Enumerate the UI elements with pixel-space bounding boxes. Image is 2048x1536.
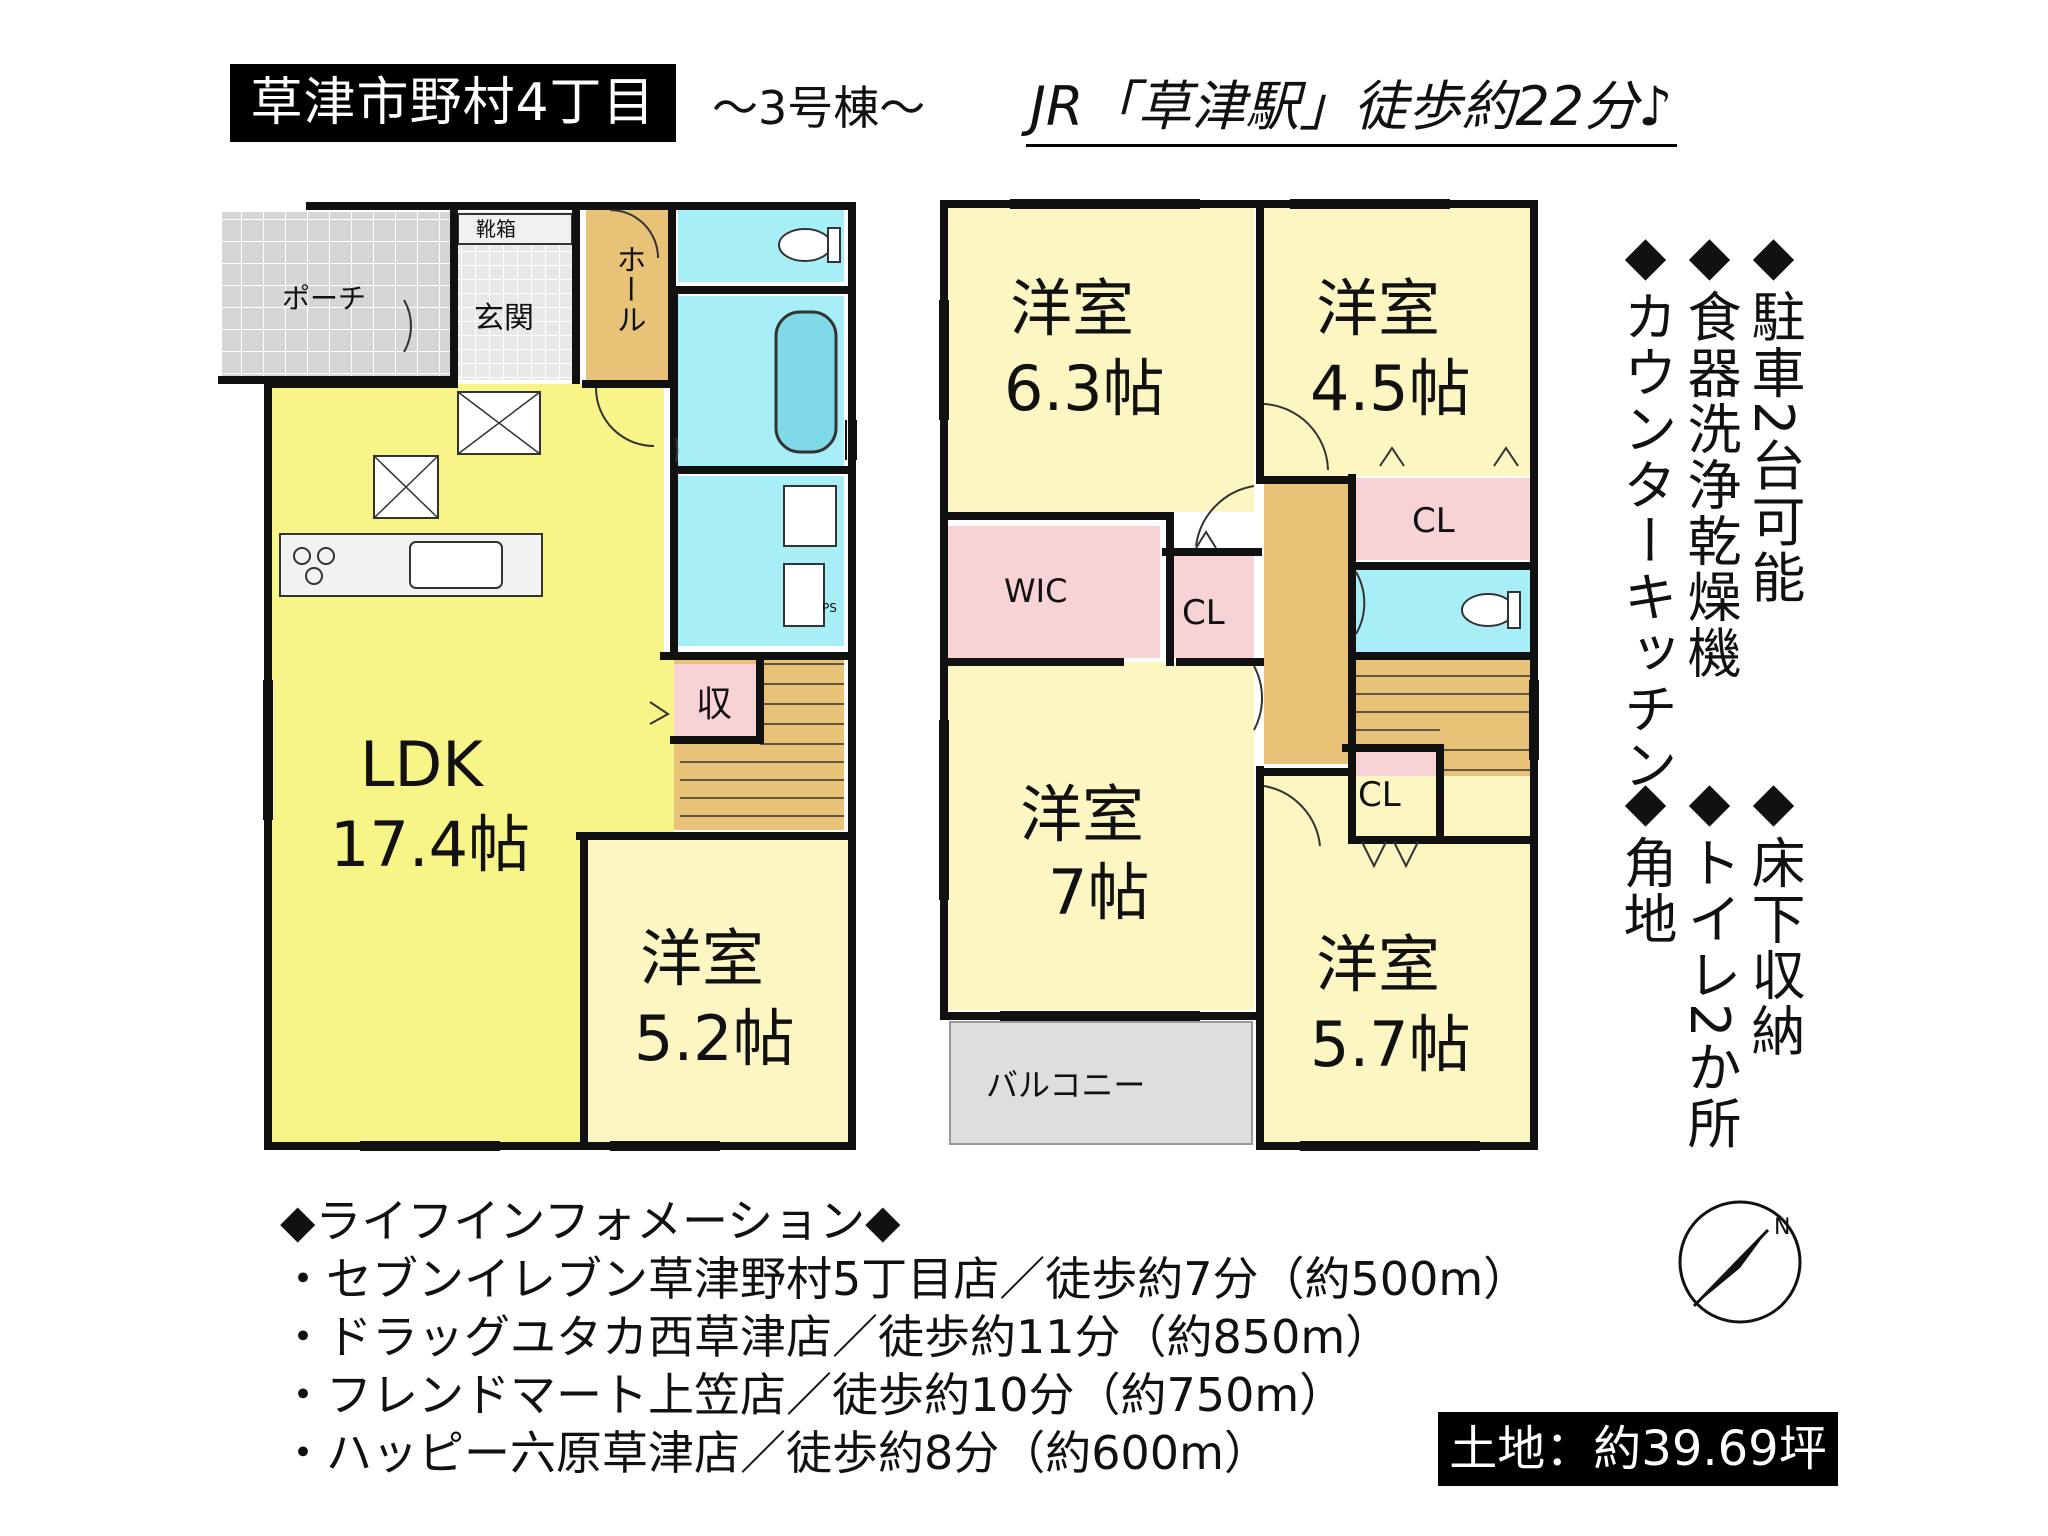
cl-wic-label: CL — [1182, 593, 1225, 633]
feature-col-1b: ◆床下収納 — [1742, 770, 1805, 1059]
room-5-2-size: 5.2帖 — [634, 1002, 795, 1075]
feature-toilets: ◆トイレ2か所 — [1678, 770, 1741, 1152]
room-6-3 — [948, 206, 1254, 512]
cl-room-4-5 — [1356, 478, 1530, 560]
cl-wic — [1172, 556, 1254, 658]
life-info-item: ・セブンイレブン草津野村5丁目店／徒歩約7分（約500m） — [280, 1252, 1530, 1306]
life-info: ◆ライフインフォメーション◆ ・セブンイレブン草津野村5丁目店／徒歩約7分（約5… — [280, 1192, 1529, 1482]
room-7 — [948, 662, 1254, 1010]
hall-area — [586, 208, 672, 384]
room-6-3-size: 6.3帖 — [1004, 352, 1165, 425]
floor2-plan: 洋室 6.3帖 洋室 4.5帖 CL WIC CL 洋室 7帖 CL 洋室 5.… — [939, 199, 1539, 1151]
feature-col-3b: ◆角地 — [1614, 770, 1677, 947]
room-4-5-name: 洋室 — [1316, 272, 1440, 345]
ldk-size-label: 17.4帖 — [330, 808, 530, 881]
room-7-name: 洋室 — [1020, 778, 1144, 851]
room-5-2 — [588, 840, 852, 1144]
porch-label: ポーチ — [282, 282, 366, 315]
toilet-icon-2 — [1461, 593, 1515, 627]
entrance-label: 玄関 — [474, 301, 534, 336]
room-5-2-name: 洋室 — [640, 922, 764, 995]
feature-kitchen: ◆カウンターキッチン — [1614, 224, 1677, 793]
sink-icon — [409, 541, 503, 589]
feature-col-3: ◆カウンターキッチン — [1614, 224, 1677, 793]
balcony-label: バルコニー — [986, 1066, 1145, 1104]
washing-machine-icon — [783, 485, 837, 547]
room-4-5 — [1264, 206, 1530, 476]
shoe-box-label: 靴箱 — [476, 217, 516, 241]
toilet-icon — [778, 228, 832, 262]
feature-col-2b: ◆トイレ2か所 — [1678, 770, 1741, 1152]
compass-icon: N — [1678, 1200, 1802, 1324]
bathtub-icon — [774, 310, 838, 454]
page-title: 草津市野村4丁目 — [230, 64, 676, 142]
floor1-plan: PS — [218, 202, 857, 1151]
storage-label: 収 — [696, 684, 732, 725]
building-subtitle: 〜3号棟〜 — [712, 81, 926, 135]
life-info-heading: ◆ライフインフォメーション◆ — [280, 1194, 901, 1248]
wic-label: WIC — [1004, 572, 1067, 610]
room-6-3-name: 洋室 — [1010, 272, 1134, 345]
feature-underfloor: ◆床下収納 — [1742, 770, 1805, 1059]
room-5-7-size: 5.7帖 — [1310, 1008, 1471, 1081]
room-5-7-name: 洋室 — [1316, 928, 1440, 1001]
cl-room-4-5-label: CL — [1412, 501, 1455, 541]
feature-dishwasher: ◆食器洗浄乾燥機 — [1678, 224, 1741, 681]
life-info-item: ・ハッピー六原草津店／徒歩約8分（約600m） — [280, 1426, 1270, 1480]
cl-stairs-label: CL — [1358, 775, 1401, 815]
feature-corner: ◆角地 — [1614, 770, 1677, 947]
ps-label: PS — [822, 601, 837, 615]
ldk-name-label: LDK — [360, 728, 484, 801]
compass-north-label: N — [1774, 1215, 1790, 1240]
stove-icon — [293, 547, 311, 565]
room-4-5-size: 4.5帖 — [1310, 352, 1471, 425]
balcony-area — [949, 1021, 1253, 1145]
hallway-2f — [1264, 484, 1352, 764]
room-7-size: 7帖 — [1048, 856, 1149, 929]
feature-col-2: ◆食器洗浄乾燥機 — [1678, 224, 1741, 681]
hall-label: ホール — [611, 244, 646, 334]
feature-parking: ◆駐車2台可能 — [1742, 224, 1805, 606]
life-info-item: ・ドラッグユタカ西草津店／徒歩約11分（約850m） — [280, 1310, 1392, 1364]
land-area-badge: 土地：約39.69坪 — [1438, 1412, 1838, 1486]
wash-basin-icon — [783, 563, 825, 627]
station-access: JR「草津駅」徒歩約22分♪ — [1026, 74, 1677, 147]
porch-area — [222, 212, 454, 380]
wic-area — [948, 526, 1160, 658]
feature-col-1: ◆駐車2台可能 — [1742, 224, 1805, 1084]
life-info-item: ・フレンドマート上笠店／徒歩約10分（約750m） — [280, 1368, 1346, 1422]
